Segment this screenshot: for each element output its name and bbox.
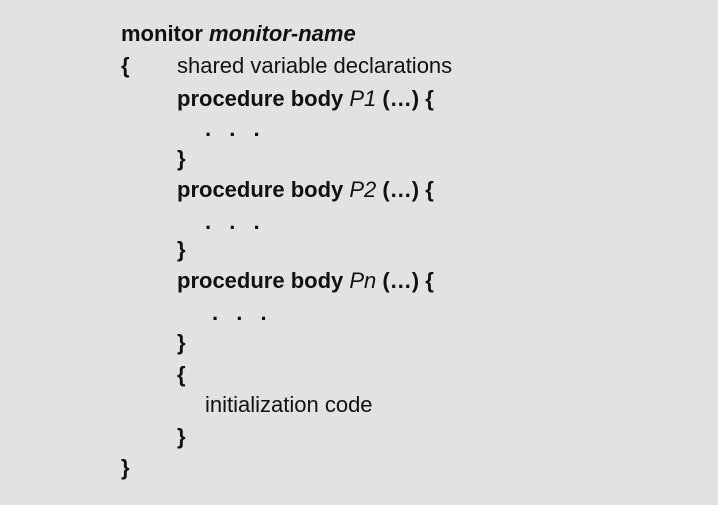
procedure-p2-header: procedure body P2 (…) { bbox=[177, 177, 434, 203]
procedure-params: (…) bbox=[382, 268, 420, 293]
monitor-header-line: monitor monitor-name bbox=[121, 21, 356, 47]
procedure-p1-header: procedure body P1 (…) { bbox=[177, 86, 434, 112]
procedure-p2-close-brace: } bbox=[177, 237, 186, 262]
procedure-keyword: procedure body bbox=[177, 268, 344, 293]
monitor-close-brace: } bbox=[121, 455, 130, 480]
procedure-params: (…) bbox=[382, 86, 420, 111]
init-open-brace: { bbox=[177, 362, 186, 387]
initialization-code: initialization code bbox=[205, 392, 373, 417]
monitor-name: monitor-name bbox=[209, 21, 356, 46]
procedure-pn-ellipsis: . . . bbox=[212, 300, 273, 325]
procedure-pn-header: procedure body Pn (…) { bbox=[177, 268, 434, 294]
procedure-name: P2 bbox=[349, 177, 377, 202]
procedure-pn-close-brace: } bbox=[177, 330, 186, 355]
init-close-brace: } bbox=[177, 424, 186, 449]
procedure-open-brace: { bbox=[425, 86, 434, 111]
monitor-open-brace: { bbox=[121, 53, 130, 78]
procedure-name: Pn bbox=[349, 268, 377, 293]
procedure-name: P1 bbox=[349, 86, 377, 111]
procedure-p1-close-brace: } bbox=[177, 146, 186, 171]
procedure-p2-ellipsis: . . . bbox=[205, 209, 266, 234]
procedure-params: (…) bbox=[382, 177, 420, 202]
procedure-p1-ellipsis: . . . bbox=[205, 116, 266, 141]
procedure-open-brace: { bbox=[425, 177, 434, 202]
procedure-keyword: procedure body bbox=[177, 177, 344, 202]
shared-variable-declarations: shared variable declarations bbox=[177, 53, 453, 78]
procedure-open-brace: { bbox=[425, 268, 434, 293]
monitor-keyword: monitor bbox=[121, 21, 203, 46]
procedure-keyword: procedure body bbox=[177, 86, 344, 111]
